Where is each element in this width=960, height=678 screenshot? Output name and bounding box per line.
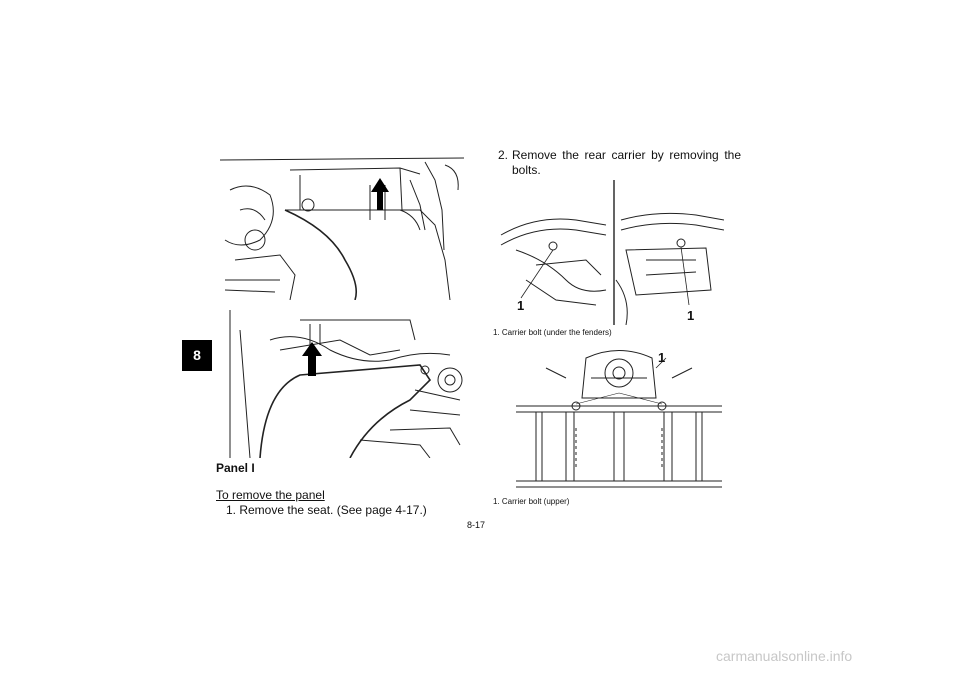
step-2-number: 2. [498, 148, 509, 162]
figure-1-callout-right: 1 [687, 308, 695, 323]
section-heading: To remove the panel [216, 488, 325, 502]
arrow-up-icon [371, 178, 389, 210]
chapter-tab: 8 [182, 340, 212, 371]
step-1: 1. Remove the seat. (See page 4-17.) [226, 503, 427, 517]
figure-1-caption: 1. Carrier bolt (under the fenders) [493, 328, 612, 337]
panel-title: Panel I [216, 461, 255, 475]
arrow-up-icon [302, 342, 322, 376]
watermark: carmanualsonline.info [716, 648, 853, 664]
seat-area-illustration [220, 150, 464, 300]
figure-2-callout: 1 [658, 350, 666, 365]
carrier-bolt-upper-illustration [516, 348, 722, 488]
page-number: 8-17 [467, 520, 486, 530]
step-2: 2. Remove the rear carrier by removing t… [498, 148, 741, 178]
panel-illustration [220, 310, 464, 458]
figure-1-callout-left: 1 [517, 298, 525, 313]
carrier-bolt-fender-illustration [496, 180, 724, 325]
step-2-text: Remove the rear carrier by removing the … [512, 148, 741, 177]
figure-2-caption: 1. Carrier bolt (upper) [493, 497, 570, 506]
